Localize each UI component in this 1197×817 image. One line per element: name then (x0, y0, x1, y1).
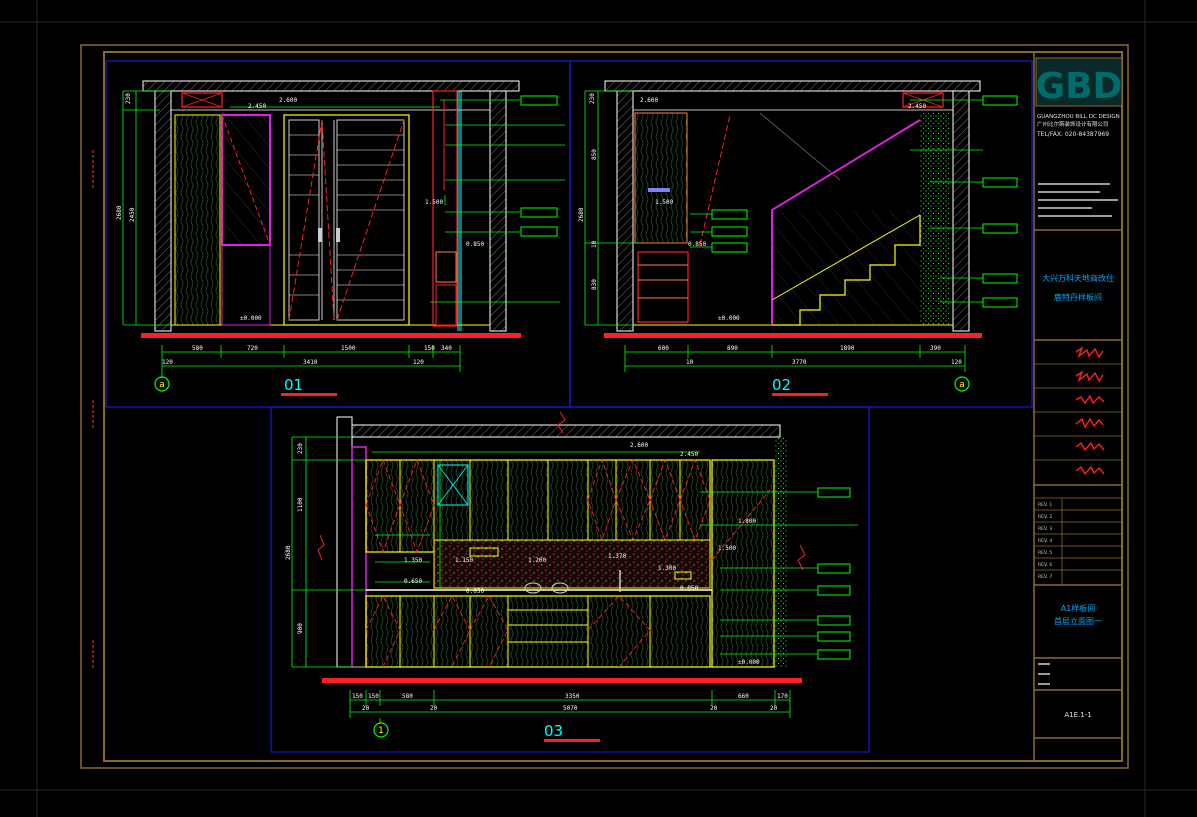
v01-dim-total: 3410 (303, 359, 318, 366)
v01-level-0850: 0.850 (466, 241, 484, 248)
v01-dim-1500: 1500 (341, 345, 356, 352)
view-01-title: 01 (284, 376, 303, 394)
v03-dim-left-230: 230 (297, 443, 304, 454)
v02-dim-left-230: 230 (589, 93, 596, 104)
v02-level-1500: 1.500 (655, 199, 673, 206)
company-name-cn: 广州比尔斯装饰设计有限公司 (1037, 120, 1109, 128)
v01-dim-left-2450: 2450 (129, 207, 136, 222)
revision-2: REV. 2 (1038, 514, 1052, 520)
project-name-2: 鹿特丹样板间 (1054, 292, 1102, 302)
view-title-underlines (281, 393, 828, 742)
revision-1: REV. 1 (1038, 502, 1052, 508)
v01-dim-left-2680: 2680 (116, 205, 123, 220)
revision-4: REV. 4 (1038, 538, 1052, 544)
v01-dim-end-right: 120 (413, 359, 424, 366)
elevation-01 (122, 80, 565, 378)
v03-subdim-3: 20 (710, 705, 718, 712)
axis-bubbles (154, 376, 970, 738)
v03-dim-170: 170 (777, 693, 788, 700)
v03-level-1150: 1.150 (455, 557, 473, 564)
title-block-frame (1033, 51, 1123, 762)
axis-02-label: a (959, 380, 965, 390)
v02-dim-left-850: 850 (591, 149, 598, 160)
v03-dim-left-900: 900 (297, 623, 304, 634)
v03-level-1500: 1.500 (718, 545, 736, 552)
v02-dim-890: 890 (727, 345, 738, 352)
v03-level-0050: 0.050 (466, 588, 484, 595)
v03-level-2450: 2.450 (680, 451, 698, 458)
v02-dim-left-830: 830 (591, 279, 598, 290)
v03-dim-left-2680: 2680 (285, 545, 292, 560)
v01-level-2450: 2.450 (248, 103, 266, 110)
v02-dim-end-left: 10 (686, 359, 694, 366)
v01-level-2600: 2.600 (279, 97, 297, 104)
elevation-02 (584, 80, 1018, 372)
revision-5: REV. 5 (1038, 550, 1052, 556)
v01-dim-580: 580 (192, 345, 203, 352)
v02-level-2600: 2.600 (640, 97, 658, 104)
company-name-en: GUANGZHOU BILL DC DESIGN (1037, 114, 1120, 120)
revision-7: REV. 7 (1038, 574, 1052, 580)
elevation-03 (291, 411, 858, 724)
v01-dim-340: 340 (441, 345, 452, 352)
v03-dim-150b: 150 (368, 693, 379, 700)
v02-level-2450: 2.450 (908, 103, 926, 110)
v03-level-1200: 1.200 (528, 557, 546, 564)
signatures (1075, 346, 1105, 476)
axis-01-label: a (159, 380, 165, 390)
v03-level-1800: 1.800 (738, 518, 756, 525)
project-name-1: 大兴万科天地商改住 (1042, 273, 1114, 283)
v01-dim-720: 720 (247, 345, 258, 352)
revision-6: REV. 6 (1038, 562, 1052, 568)
v03-level-1370: 1.370 (608, 553, 626, 560)
v01-level-1500: 1.500 (425, 199, 443, 206)
company-tel: TEL/FAX: 020-84387969 (1036, 131, 1109, 138)
v03-dim-150a: 150 (352, 693, 363, 700)
drawing-number: A1E.1-1 (1064, 711, 1091, 719)
v03-level-0000: ±0.000 (738, 659, 760, 666)
v02-dim-left-10: 10 (591, 240, 598, 248)
v03-level-0650: 0.650 (404, 578, 422, 585)
v01-dim-end-left: 120 (162, 359, 173, 366)
view-02-title: 02 (772, 376, 791, 394)
v03-subdim-1: 20 (362, 705, 370, 712)
v03-subdim-2: 20 (430, 705, 438, 712)
v03-level-1350: 1.350 (404, 557, 422, 564)
v03-level-2600: 2.600 (630, 442, 648, 449)
v03-dim-580: 580 (402, 693, 413, 700)
drawing-title-1: A1样板间 (1061, 603, 1096, 613)
v01-dim-left-230: 230 (125, 93, 132, 104)
drawing-title-2: 首层立面图一 (1054, 616, 1102, 626)
v03-level-0850: 0.850 (680, 585, 698, 592)
v03-dim-left-1100: 1100 (297, 497, 304, 512)
v03-level-1300: 1.300 (658, 565, 676, 572)
v03-dim-total: 5070 (563, 705, 578, 712)
v02-dim-390: 390 (930, 345, 941, 352)
v02-dim-end-right: 120 (951, 359, 962, 366)
v02-dim-left-2680: 2680 (578, 207, 585, 222)
revision-3: REV. 3 (1038, 526, 1052, 532)
v01-dim-150: 150 (424, 345, 435, 352)
viewports (105, 60, 1033, 753)
v03-subdim-4: 20 (770, 705, 778, 712)
v03-dim-3350: 3350 (565, 693, 580, 700)
v02-level-0850: 0.850 (688, 241, 706, 248)
axis-03-label: 1 (378, 726, 384, 736)
v02-dim-1890: 1890 (840, 345, 855, 352)
v02-dim-600: 600 (658, 345, 669, 352)
v02-dim-total: 3770 (792, 359, 807, 366)
company-logo: GBD (1036, 66, 1123, 107)
view-03-title: 03 (544, 722, 563, 740)
v03-dim-660: 660 (738, 693, 749, 700)
v02-level-0000: ±0.000 (718, 315, 740, 322)
v01-level-0000: ±0.000 (240, 315, 262, 322)
